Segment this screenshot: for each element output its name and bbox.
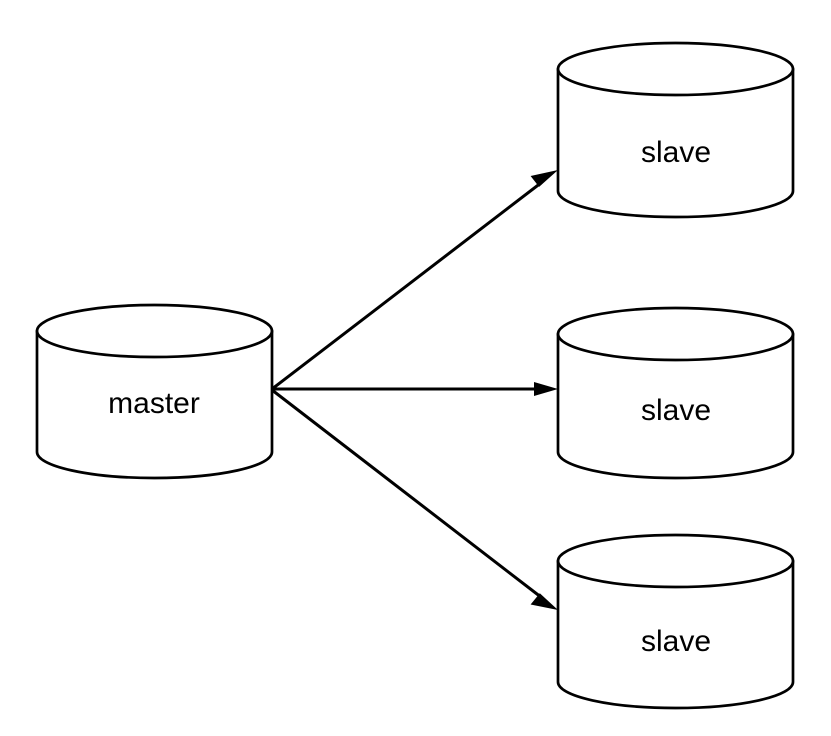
node-label-master: master [108,387,200,420]
cylinder-top [35,303,274,359]
node-label-slave-1: slave [641,136,711,169]
cylinder-body [556,559,795,710]
cylinder-top [556,533,795,589]
node-slave-2[interactable]: slave [556,306,795,480]
cylinder-body [556,67,795,219]
node-slave-1[interactable]: slave [556,41,795,219]
arrowhead-icon [530,170,558,187]
cylinder-body [556,332,795,480]
node-label-slave-3: slave [641,625,711,658]
node-label-slave-2: slave [641,394,711,427]
cylinder-body [35,329,274,480]
node-slave-3[interactable]: slave [556,533,795,710]
arrowhead-icon [530,593,558,610]
edge-master-to-slave-3[interactable] [271,388,558,610]
cylinder-top [556,41,795,97]
edge-line [271,181,543,391]
edge-line [271,388,543,599]
edge-group [271,170,558,610]
cylinder-top [556,306,795,362]
node-master[interactable]: master [35,303,274,480]
arrowhead-icon [534,382,558,396]
edge-master-to-slave-1[interactable] [271,170,558,391]
edge-master-to-slave-2[interactable] [272,382,558,396]
